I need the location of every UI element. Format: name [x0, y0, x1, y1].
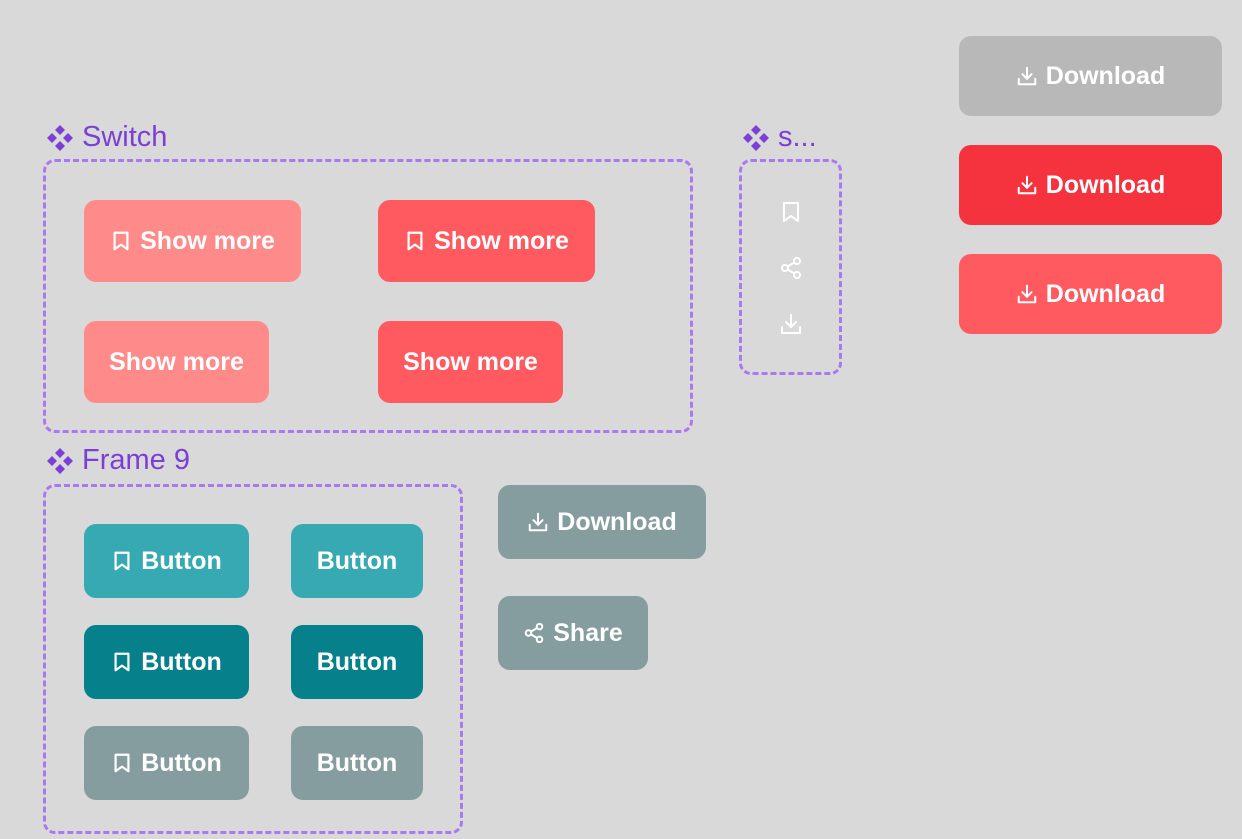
button-label: Button	[141, 748, 222, 777]
component-label-frame9: Frame 9	[46, 444, 190, 477]
button-with-icon-slate[interactable]: Button	[84, 726, 249, 800]
download-icon	[1016, 65, 1038, 87]
button-label: Share	[553, 618, 623, 647]
download-button-red-strong[interactable]: Download	[959, 145, 1222, 225]
download-icon	[1016, 283, 1038, 305]
component-label-text: s...	[778, 121, 817, 153]
button-with-icon-teal-dark[interactable]: Button	[84, 625, 249, 699]
button-label: Download	[557, 507, 677, 536]
bookmark-icon	[111, 550, 133, 572]
show-more-button-light[interactable]: Show more	[84, 321, 269, 403]
component-icon	[742, 124, 770, 152]
button-teal[interactable]: Button	[291, 524, 423, 598]
show-more-button-with-icon-light[interactable]: Show more	[84, 200, 301, 282]
share-button-slate[interactable]: Share	[498, 596, 648, 670]
download-button-slate[interactable]: Download	[498, 485, 706, 559]
button-teal-dark[interactable]: Button	[291, 625, 423, 699]
button-label: Show more	[403, 347, 538, 376]
button-slate[interactable]: Button	[291, 726, 423, 800]
button-label: Show more	[109, 347, 244, 376]
component-label-text: Frame 9	[82, 444, 190, 476]
button-label: Download	[1045, 279, 1166, 308]
button-label: Download	[1045, 170, 1166, 199]
frame9-frame	[43, 484, 463, 834]
button-label: Show more	[434, 226, 569, 255]
download-button-disabled[interactable]: Download	[959, 36, 1222, 116]
switch-frame	[43, 159, 693, 433]
download-icon	[1016, 174, 1038, 196]
icon-set-frame	[739, 159, 842, 375]
button-with-icon-teal[interactable]: Button	[84, 524, 249, 598]
bookmark-icon[interactable]	[778, 199, 804, 225]
component-label-switch: Switch	[46, 121, 167, 154]
button-label: Button	[316, 748, 398, 777]
button-label: Button	[141, 647, 222, 676]
bookmark-icon	[110, 230, 132, 252]
show-more-button-with-icon-medium[interactable]: Show more	[378, 200, 595, 282]
show-more-button-medium[interactable]: Show more	[378, 321, 563, 403]
component-label-icon-set: s...	[742, 121, 817, 154]
download-icon	[527, 511, 549, 533]
component-icon	[46, 447, 74, 475]
button-label: Show more	[140, 226, 275, 255]
button-label: Button	[316, 546, 398, 575]
bookmark-icon	[111, 651, 133, 673]
button-label: Button	[141, 546, 222, 575]
bookmark-icon	[404, 230, 426, 252]
share-icon	[523, 622, 545, 644]
component-icon	[46, 124, 74, 152]
button-label: Button	[316, 647, 398, 676]
share-icon[interactable]	[778, 255, 804, 281]
bookmark-icon	[111, 752, 133, 774]
download-icon[interactable]	[778, 311, 804, 337]
component-label-text: Switch	[82, 121, 168, 153]
button-label: Download	[1045, 61, 1166, 90]
download-button-red-medium[interactable]: Download	[959, 254, 1222, 334]
